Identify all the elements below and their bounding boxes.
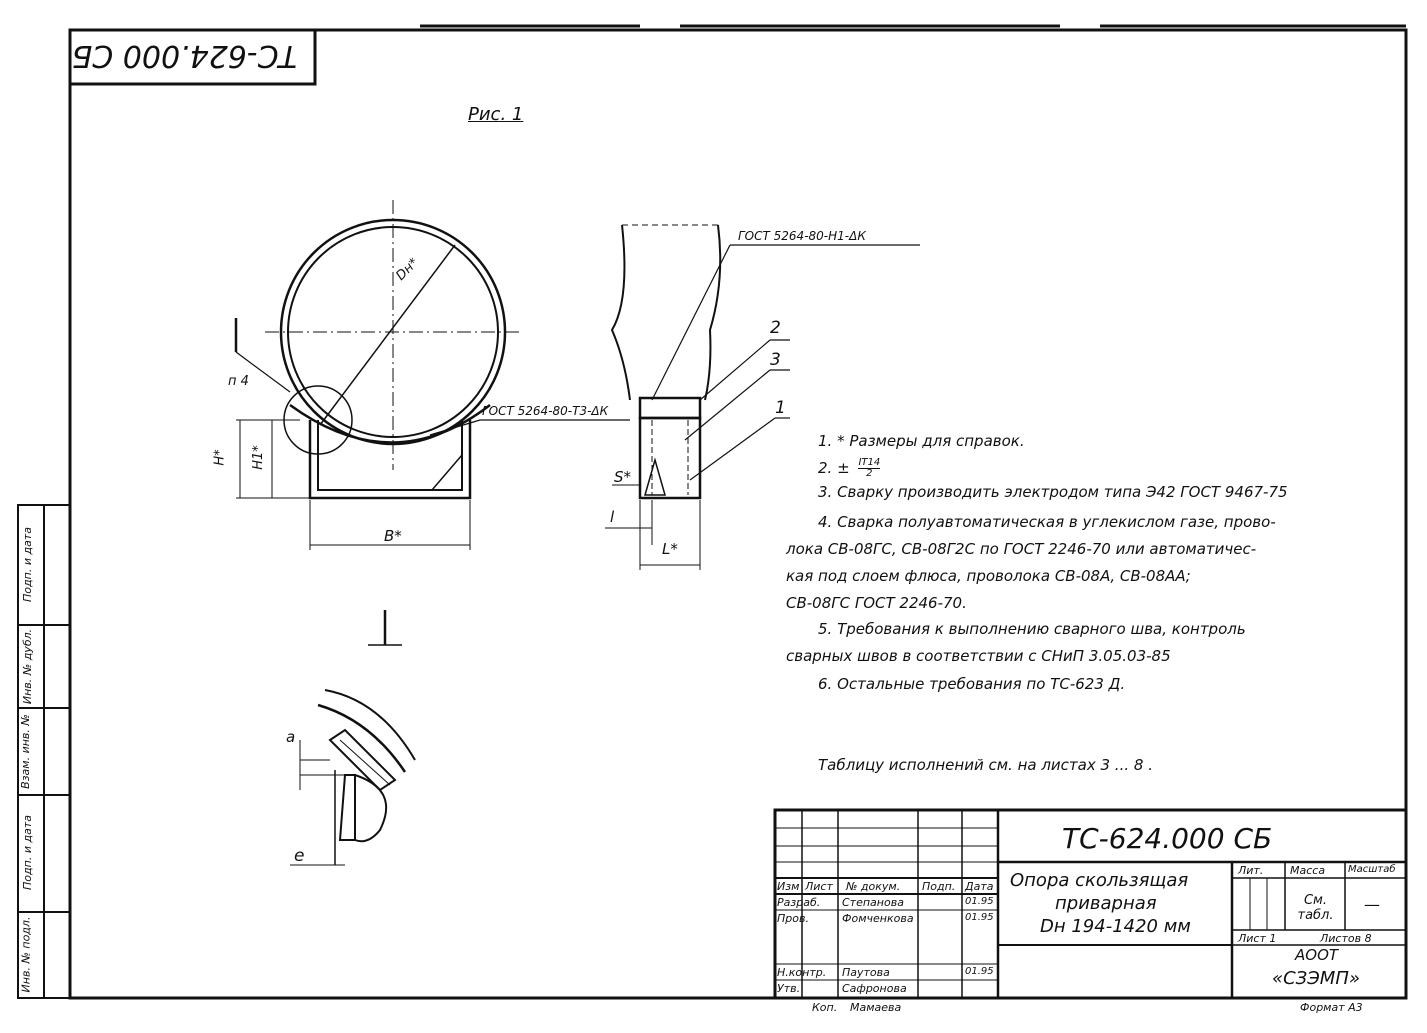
masshtab-value: — [1364,895,1380,914]
side-stamp-strip [17,504,71,999]
tables-note: Таблицу исполнений см. на листах 3 ... 8… [818,756,1153,774]
detail-e-label: e [294,846,305,866]
weld-top-label: ГОСТ 5264-80-Н1-ΔК [738,229,866,243]
note-1: 1. * Размеры для справок. [818,432,1025,450]
L-label: L* [662,540,678,558]
diameter-line [319,244,456,426]
title-block-name-1: Опора скользящая [1010,870,1189,891]
massa-header: Масса [1290,864,1326,877]
col-sign: Подп. [922,880,956,893]
massa-value: См. табл. [1297,893,1334,923]
b-label: B* [384,527,402,545]
side-stamp-2: Инв. № дубл. [21,628,35,705]
detail-a-label: a [286,728,296,746]
org-line-1: АООТ [1295,946,1339,964]
masshtab-header: Масштаб [1348,864,1396,875]
note-4-line-1: 4. Сварка полуавтоматическая в углекисло… [818,513,1276,531]
side-stamp-3: Взам. инв. № [18,714,32,789]
note-5-line-2: сварных швов в соответствии с СНиП 3.05.… [786,647,1171,665]
weld-mid-label: ГОСТ 5264-80-Т3-ΔК [482,404,609,418]
row-prov: Пров. [777,912,809,925]
name-razrab: Степанова [842,896,904,909]
pipe-support-view [234,200,630,646]
name-prov: Фомченкова [842,912,914,925]
copied-label: Коп. [812,1001,838,1014]
date-nkontr: 01.95 [965,966,994,977]
col-date: Дата [965,880,994,893]
row-utv: Утв. [777,982,801,995]
note-5-line-1: 5. Требования к выполнению сварного шва,… [818,620,1246,638]
sheet-count: Листов 8 [1320,932,1372,945]
note-4-line-3: кая под слоем флюса, проволока СВ-08А, С… [786,567,1191,585]
date-razrab: 01.95 [965,896,994,907]
note-2-fraction-bottom: 2 [866,468,873,479]
title-block-grid [773,808,1408,1000]
callout-1: 1 [775,398,786,418]
title-block-code: ТС-624.000 СБ [1062,822,1273,855]
support-channel [308,420,472,500]
note-3: 3. Сварку производить электродом типа Э4… [818,483,1288,501]
note-2-prefix: 2. ± [818,459,850,477]
org-line-2: «СЗЭМП» [1272,968,1360,989]
sheet-number: Лист 1 [1238,932,1277,945]
lit-header: Лит. [1238,864,1264,877]
name-nkontr: Паутова [842,966,890,979]
s-label: S* [614,468,632,486]
side-section-view [605,224,920,570]
n-label: п 4 [228,374,249,389]
note-6: 6. Остальные требования по ТС-623 Д. [818,675,1126,693]
figure-title: Рис. 1 [468,104,524,125]
side-stamp-4: Подп. и дата [20,815,34,890]
support-body [638,416,702,500]
note-2: 2. ± IT14 2 [818,457,881,479]
row-nkontr: Н.контр. [777,966,827,979]
callout-2: 2 [770,318,781,338]
code-stamp-box [68,28,317,86]
h1-label: H1* [250,445,266,470]
note-2-fraction-top: IT14 [858,457,881,469]
h-label: H* [212,449,228,466]
code-upside-down: ТС-624.000 СБ [71,38,297,73]
row-razrab: Разраб. [777,896,821,909]
pipe-wall [638,396,702,420]
note-4-line-2: лока СВ-08ГС, СВ-08Г2С по ГОСТ 2246-70 и… [786,540,1257,558]
col-list: Лист [805,880,833,893]
col-izm: Изм [777,880,800,893]
detail-view [290,689,416,866]
note-4-line-4: СВ-08ГС ГОСТ 2246-70. [786,594,967,612]
date-prov: 01.95 [965,912,994,923]
format-label: Формат А3 [1300,1001,1363,1014]
col-doc: № докум. [846,880,901,893]
name-utv: Сафронова [842,982,907,995]
side-stamp-1: Подп. и дата [20,527,34,602]
l-label: l [610,508,615,526]
side-stamp-5: Инв. № подл. [19,916,33,993]
title-block-name-3: Dн 194-1420 мм [1040,916,1191,937]
title-block-name-2: приварная [1055,893,1157,914]
callout-3: 3 [770,350,781,370]
copier-name: Мамаева [850,1001,902,1014]
